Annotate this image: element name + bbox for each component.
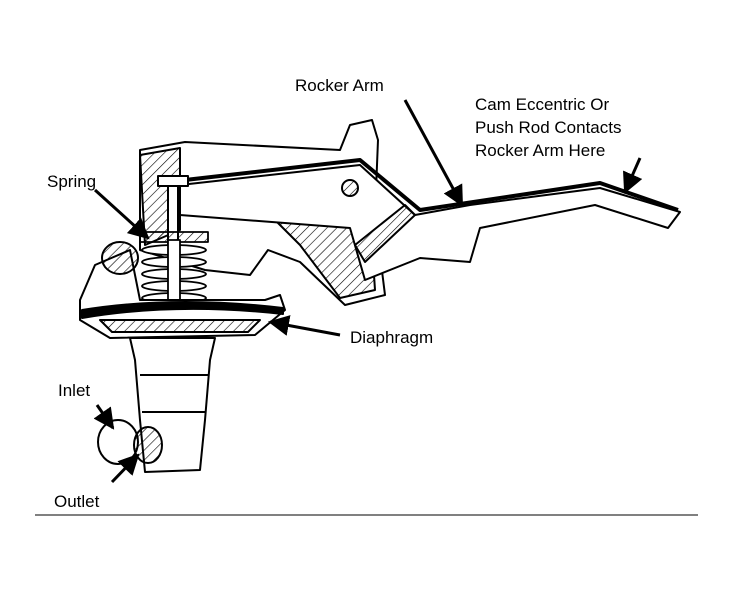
outlet-label: Outlet — [54, 492, 100, 511]
outlet-arrow — [110, 453, 140, 484]
pivot-pin — [341, 179, 359, 197]
cam-label-line1: Cam Eccentric Or — [475, 95, 609, 114]
inlet-fitting — [97, 419, 139, 465]
diaphragm-label: Diaphragm — [350, 328, 433, 347]
diaphragm-plate — [99, 319, 261, 333]
inlet-arrow — [93, 404, 115, 430]
cam-label-line3: Rocker Arm Here — [475, 141, 605, 160]
outlet-fitting — [133, 426, 163, 464]
cam-label-line2: Push Rod Contacts — [475, 118, 621, 137]
inlet-label: Inlet — [58, 381, 90, 400]
link — [354, 204, 416, 263]
pump-body — [79, 119, 681, 473]
diaphragm — [81, 300, 284, 319]
spring-label: Spring — [47, 172, 96, 191]
diaphragm-arrow — [267, 315, 341, 337]
rocker-arm-arrow — [403, 99, 464, 207]
rod-cap — [157, 175, 189, 187]
leader-lines — [93, 99, 643, 484]
rocker-arm-label: Rocker Arm — [295, 76, 384, 95]
cam-arrow — [623, 157, 643, 194]
spring-arrow — [93, 188, 150, 240]
